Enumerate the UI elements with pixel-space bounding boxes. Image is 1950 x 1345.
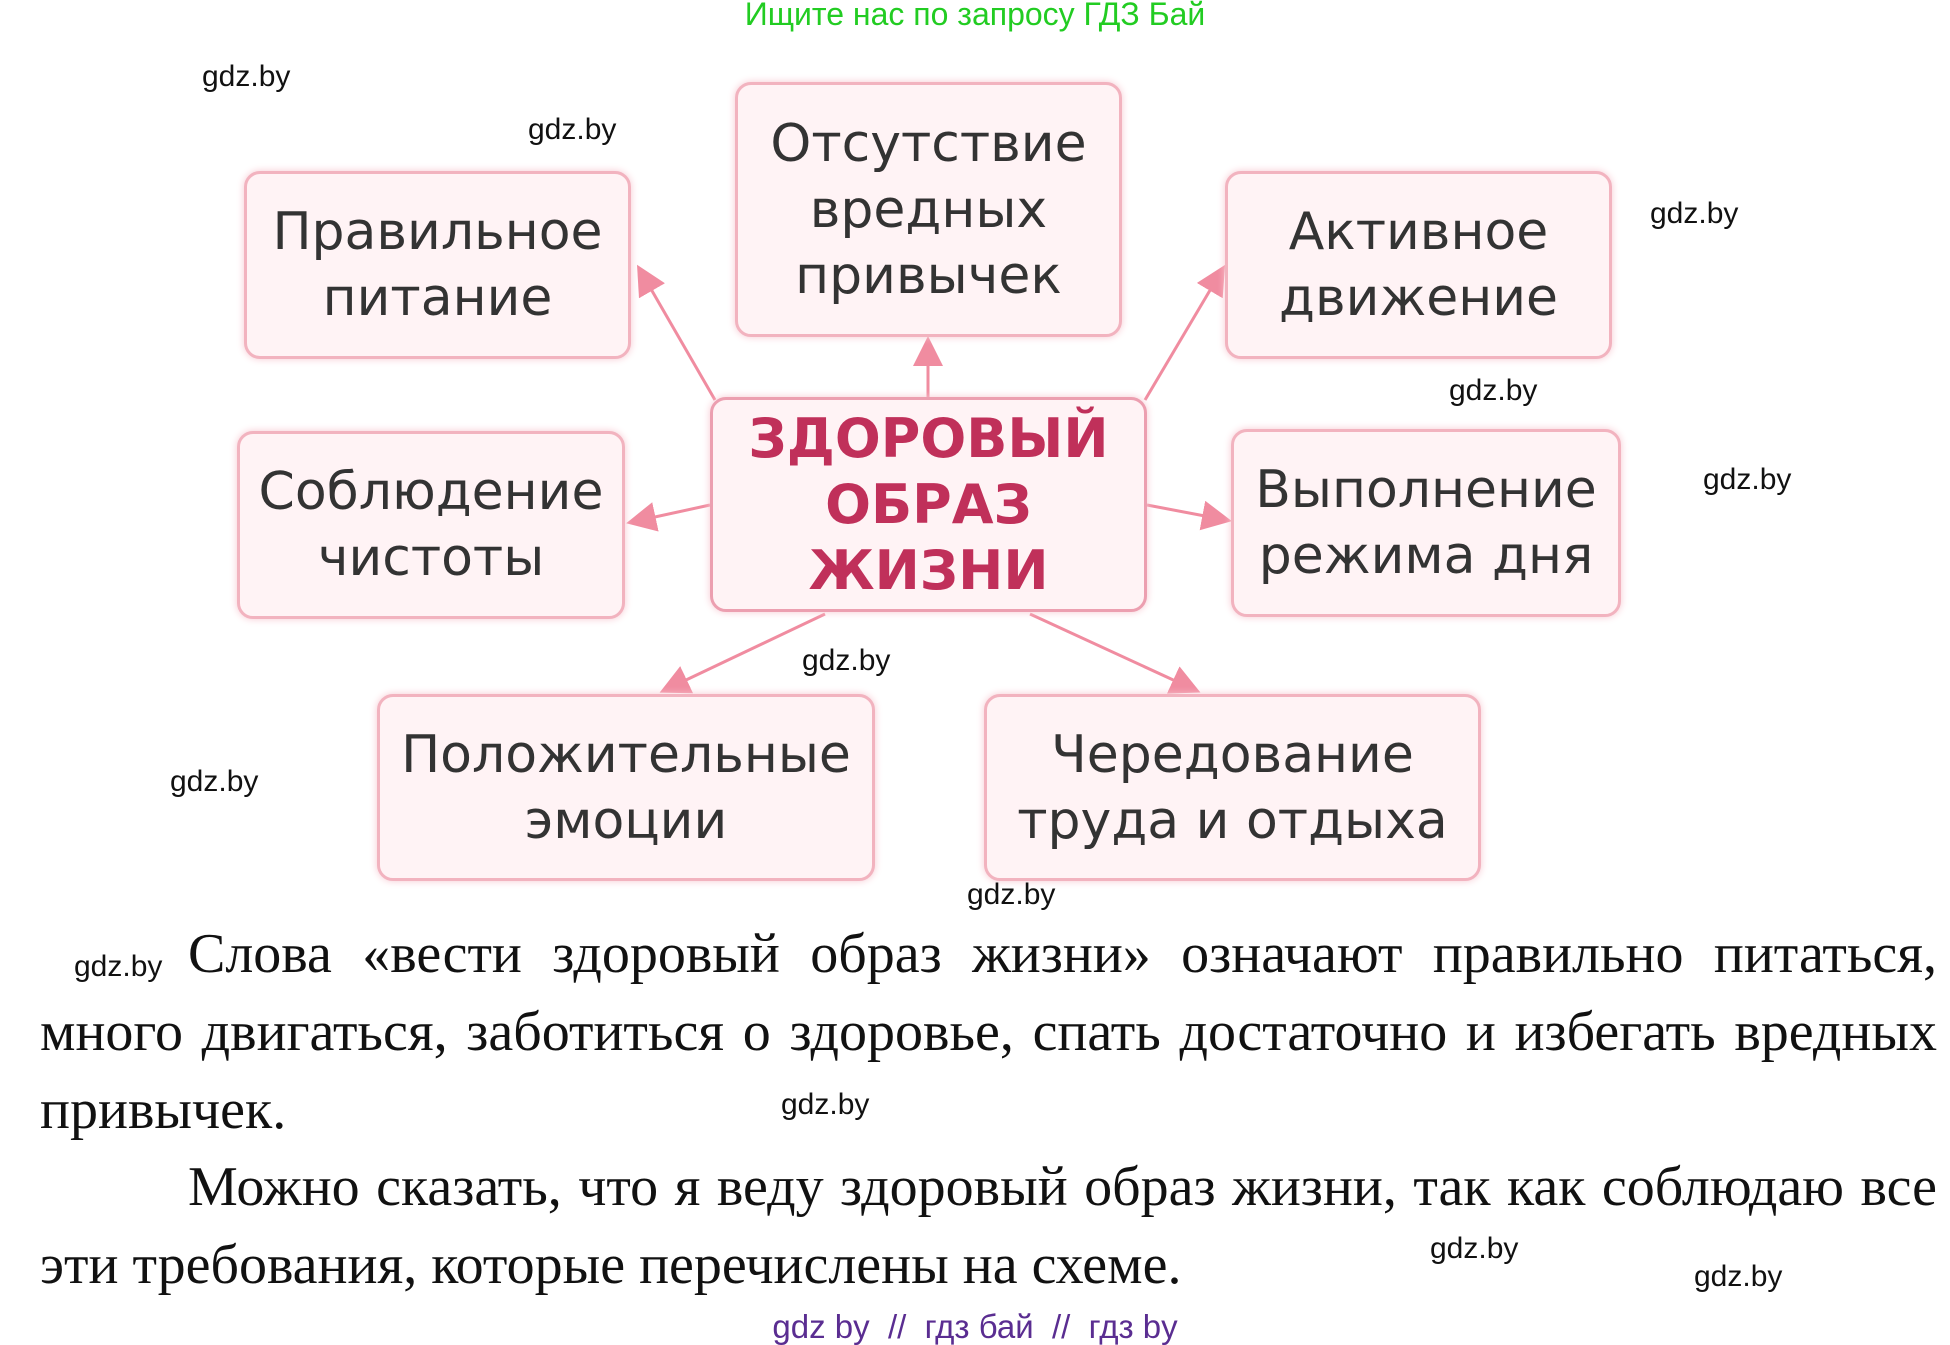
watermark: gdz.by [802, 644, 891, 677]
node-center: ЗДОРОВЫЙ ОБРАЗ ЖИЗНИ [710, 397, 1147, 612]
node-movement: Активное движение [1225, 171, 1612, 359]
watermark: gdz.by [1650, 197, 1739, 230]
watermark: gdz.by [202, 60, 291, 93]
arrow-cleanliness [626, 502, 711, 532]
watermark: gdz.by [170, 765, 259, 798]
arrow-routine [1146, 500, 1232, 531]
watermark: gdz.by [1694, 1260, 1783, 1293]
node-emotions: Положительные эмоции [377, 694, 875, 881]
watermark: gdz.by [781, 1088, 870, 1121]
watermark: gdz.by [1703, 463, 1792, 496]
node-work-rest: Чередование труда и отдыха [984, 694, 1481, 881]
watermark: gdz.by [967, 878, 1056, 911]
arrow-emotions [659, 612, 826, 694]
paragraph-2: Можно сказать, что я веду здоровый образ… [40, 1156, 1937, 1296]
footer-links: gdz by // гдз бай // гдз by [772, 1308, 1178, 1345]
search-hint: Ищите нас по запросу ГДЗ Бай [744, 0, 1206, 32]
watermark: gdz.by [1430, 1232, 1519, 1265]
paragraph-1: Слова «вести здоровый образ жизни» означ… [40, 923, 1937, 1141]
arrow-work-rest [1029, 612, 1201, 694]
node-no-bad-habits: Отсутствие вредных привычек [735, 82, 1122, 337]
watermark: gdz.by [528, 113, 617, 146]
node-nutrition: Правильное питание [244, 171, 631, 359]
node-cleanliness: Соблюдение чистоты [237, 431, 625, 619]
arrow-nutrition [637, 264, 717, 401]
watermark: gdz.by [1449, 374, 1538, 407]
node-daily-routine: Выполнение режима дня [1231, 429, 1621, 617]
arrow-movement [1143, 264, 1226, 401]
watermark: gdz.by [74, 950, 163, 983]
